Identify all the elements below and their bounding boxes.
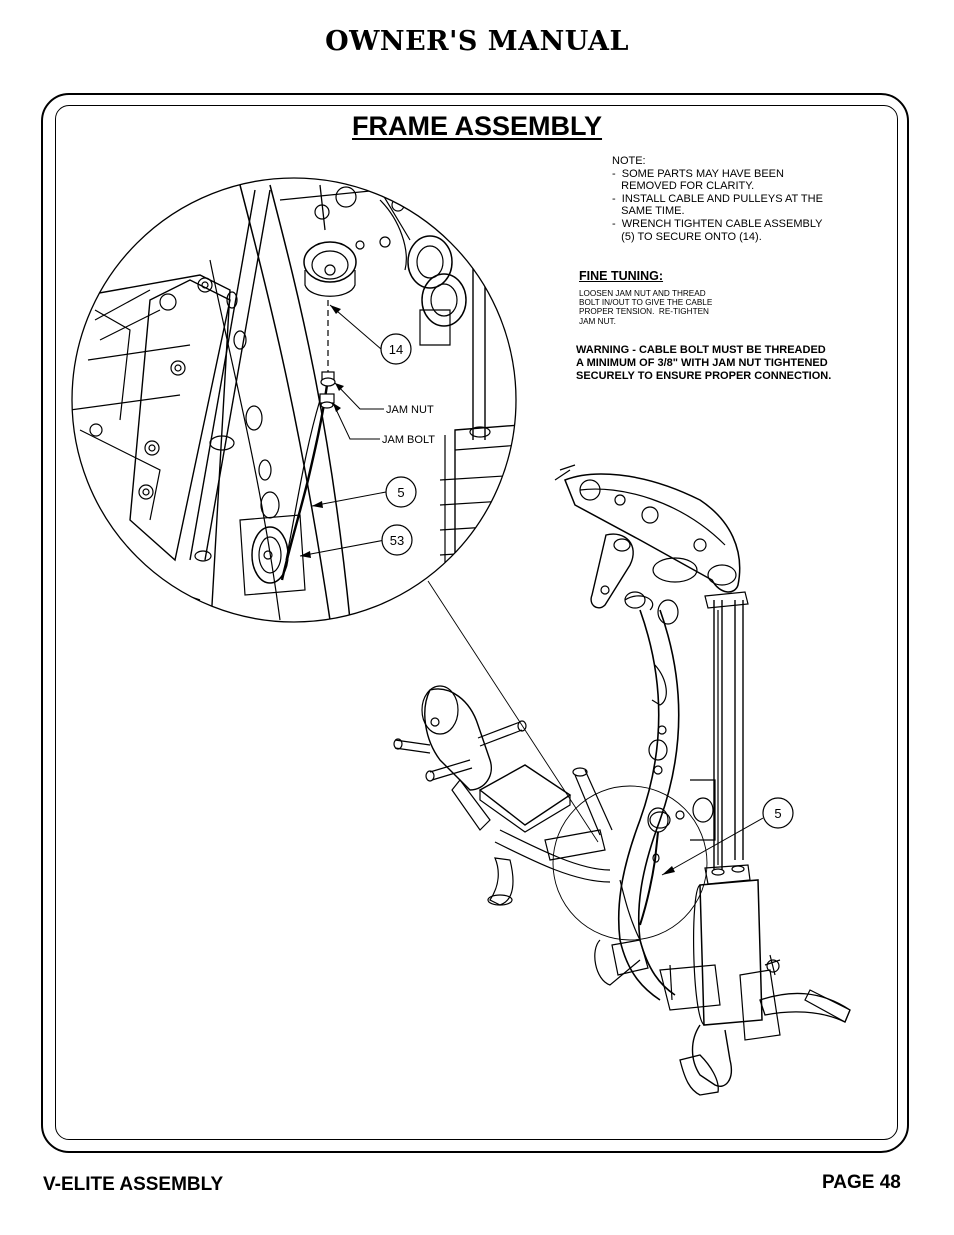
warning-line: A MINIMUM OF 3/8" WITH JAM NUT TIGHTENED <box>576 357 828 369</box>
callout-label: 5 <box>397 485 404 500</box>
fine-tuning-text: LOOSEN JAM NUT AND THREAD BOLT IN/OUT TO… <box>579 289 749 326</box>
page-frame-inner <box>55 105 898 1140</box>
callout-part-14: 14 <box>380 333 412 365</box>
callout-label: 5 <box>774 806 781 821</box>
cable-jam-nut-bolt <box>319 300 336 409</box>
callout-part-53: 53 <box>381 524 413 556</box>
callout-label: 14 <box>389 342 403 357</box>
detail-circle-outline <box>71 177 517 623</box>
callout-part-5-main: 5 <box>661 797 794 876</box>
callout-part-5-detail: 5 <box>385 476 417 508</box>
section-title: FRAME ASSEMBLY <box>352 111 603 141</box>
zoom-connector-line <box>427 580 599 843</box>
warning-text: WARNING - CABLE BOLT MUST BE THREADED A … <box>576 344 896 383</box>
fine-tuning-line: JAM NUT. <box>579 316 616 326</box>
fine-tuning-line: BOLT IN/OUT TO GIVE THE CABLE <box>579 298 713 308</box>
note-line: REMOVED FOR CLARITY. <box>612 180 755 193</box>
assembly-note: NOTE: - SOME PARTS MAY HAVE BEEN REMOVED… <box>612 155 882 243</box>
detail-view <box>71 177 517 623</box>
footer-page-number: PAGE 48 <box>822 1172 901 1193</box>
fine-tuning-line: PROPER TENSION. RE-TIGHTEN <box>579 307 709 317</box>
footer-model-name: V-ELITE ASSEMBLY <box>43 1174 224 1195</box>
fine-tuning-line: LOOSEN JAM NUT AND THREAD <box>579 289 706 298</box>
warning-line: WARNING - CABLE BOLT MUST BE THREADED <box>576 344 826 356</box>
detail-arrowheads <box>300 305 344 558</box>
jam-bolt-label: JAM BOLT <box>382 434 435 446</box>
page-frame-outer <box>41 93 909 1153</box>
note-line: - SOME PARTS MAY HAVE BEEN <box>612 167 784 180</box>
zoom-area-circle <box>552 785 708 941</box>
note-line: - INSTALL CABLE AND PULLEYS AT THE <box>612 192 823 205</box>
note-line: - WRENCH TIGHTEN CABLE ASSEMBLY <box>612 217 823 230</box>
note-line: (5) TO SECURE ONTO (14). <box>612 230 762 243</box>
warning-line: SECURELY TO ENSURE PROPER CONNECTION. <box>576 370 832 382</box>
manual-header: OWNER'S MANUAL <box>325 26 629 57</box>
note-line: NOTE: <box>612 155 646 167</box>
detail-leader-lines <box>299 304 387 557</box>
fine-tuning-title: FINE TUNING: <box>579 269 664 283</box>
callout-label: 53 <box>390 533 404 548</box>
note-line: SAME TIME. <box>612 205 685 218</box>
machine-drawing <box>393 464 851 1096</box>
jam-nut-label: JAM NUT <box>386 404 434 416</box>
